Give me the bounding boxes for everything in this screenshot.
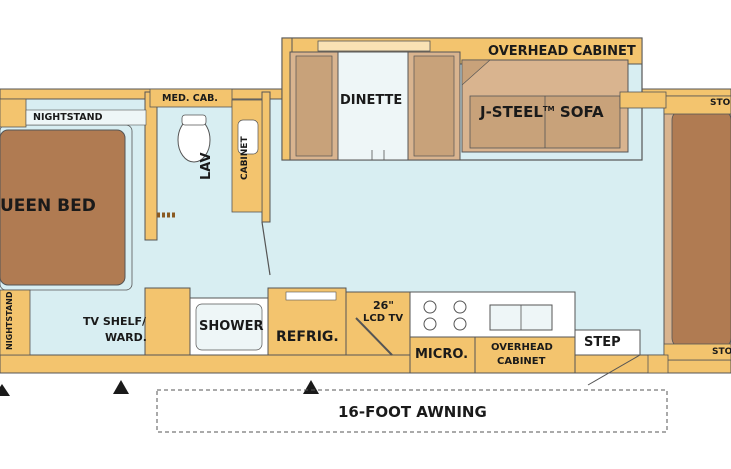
lav-label: LAV xyxy=(199,152,214,180)
sofa-label-tm: TM xyxy=(542,105,555,113)
nightstand-side xyxy=(0,289,31,356)
bottom-wall xyxy=(0,354,731,374)
bathroom-wall xyxy=(261,91,271,223)
step-label: STEP xyxy=(584,335,621,350)
burner-2 xyxy=(453,300,467,314)
step xyxy=(574,329,641,356)
lcd-size-label: 26" xyxy=(373,299,395,312)
wheel-marker-1 xyxy=(0,384,10,396)
sofa-label-suffix: SOFA xyxy=(559,103,604,121)
cabinet-label: CABINET xyxy=(240,136,250,180)
burner-3 xyxy=(423,317,437,331)
overhead-cabinet-bottom-label-2: CABINET xyxy=(497,356,546,367)
dinette-table xyxy=(337,51,409,161)
ward-label: WARD. xyxy=(105,331,147,344)
wheel-marker-2 xyxy=(113,380,129,394)
lcd-tv-label: LCD TV xyxy=(363,313,404,324)
top-wall xyxy=(0,88,286,100)
overhead-cabinet-bottom xyxy=(474,336,576,374)
sofa-label-main: J-STEEL xyxy=(480,103,543,121)
tv-shelf-label: TV SHELF/ xyxy=(83,315,147,328)
med-cab-label: MED. CAB. xyxy=(162,93,218,104)
storage-top-label: STO xyxy=(710,98,731,108)
sofa-label: J-STEELTM SOFA xyxy=(480,105,604,120)
bedroom-wall xyxy=(144,91,158,241)
lcd-tv-counter xyxy=(345,291,411,356)
wardrobe xyxy=(144,287,191,356)
burner-4 xyxy=(453,317,467,331)
queen-bed-label: UEEN BED xyxy=(0,196,96,216)
overhead-cabinet-bottom-label-1: OVERHEAD xyxy=(491,342,553,353)
awning-outline xyxy=(156,389,668,433)
awning-label: 16-FOOT AWNING xyxy=(338,403,487,421)
lav-cabinet xyxy=(231,99,263,213)
micro xyxy=(409,336,476,374)
shower-label: SHOWER xyxy=(199,319,264,334)
overhead-cabinet-top-label: OVERHEAD CABINET xyxy=(488,44,636,59)
micro-label: MICRO. xyxy=(415,347,469,362)
med-cab xyxy=(149,88,233,108)
nightstand-side-label: NIGHTSTAND xyxy=(5,291,14,350)
nightstand-top-label: NIGHTSTAND xyxy=(33,112,103,123)
queen-bed xyxy=(0,129,126,286)
dinette-label: DINETTE xyxy=(340,93,403,108)
storage-bottom-label: STO xyxy=(712,347,731,357)
nightstand-top xyxy=(0,98,27,128)
burner-1 xyxy=(423,300,437,314)
wheel-marker-3 xyxy=(303,380,319,394)
refrig-label: REFRIG. xyxy=(276,329,339,345)
